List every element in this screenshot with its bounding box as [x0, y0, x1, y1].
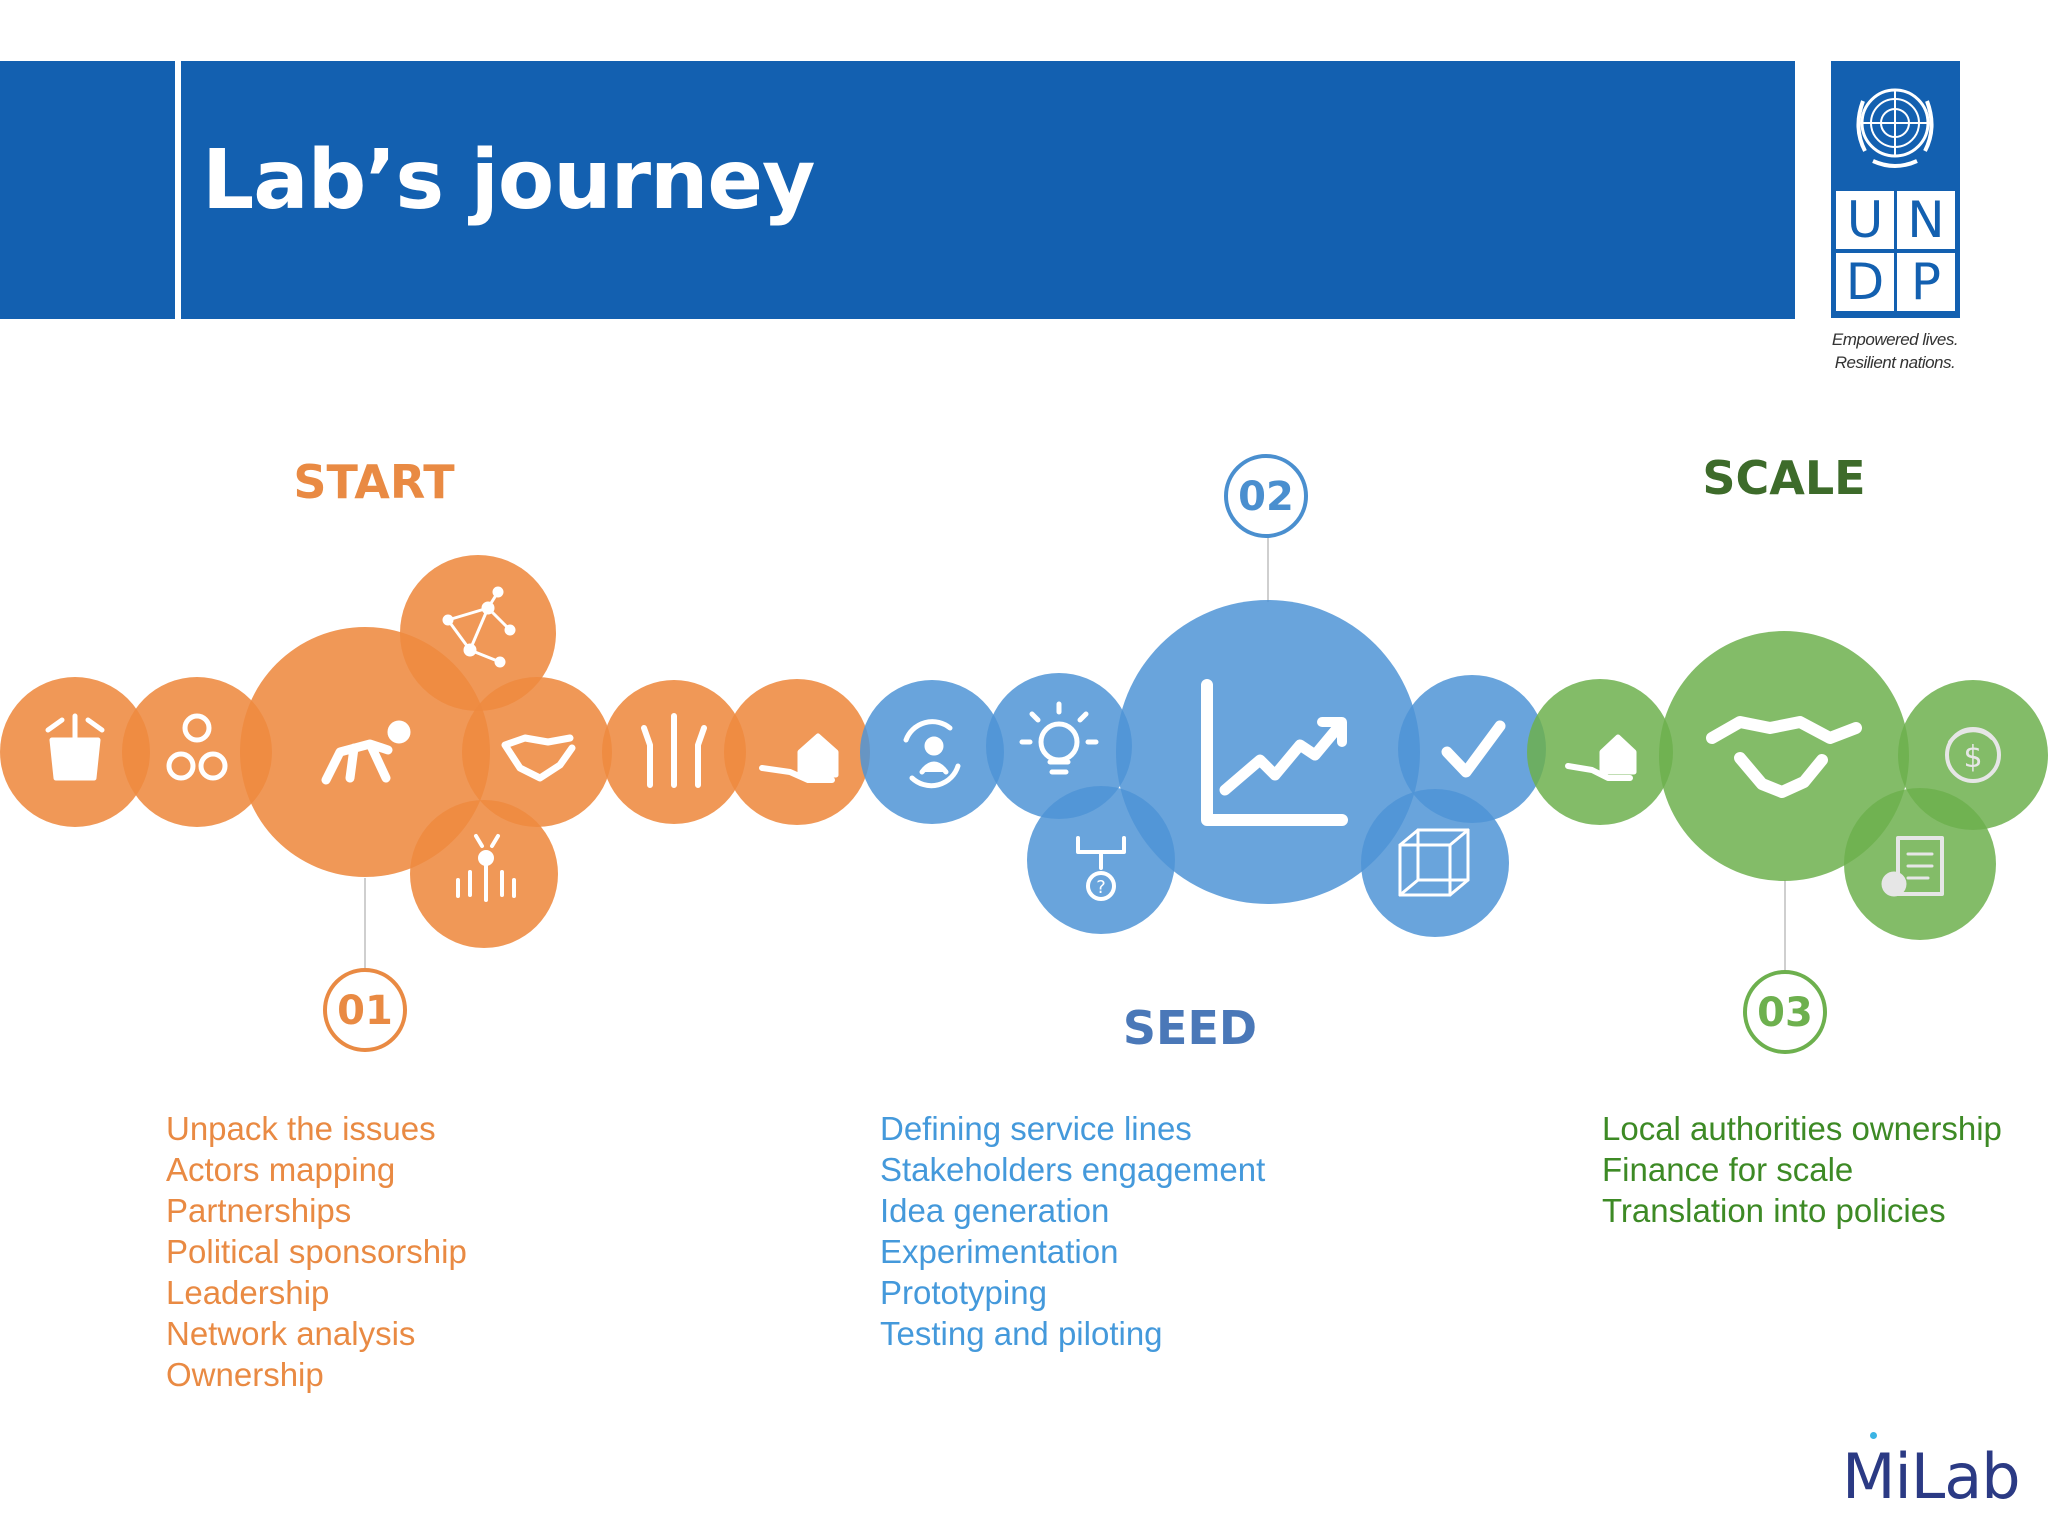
- list-item: Idea generation: [880, 1192, 1110, 1229]
- logo-letter-p: P: [1897, 253, 1955, 311]
- box-icon: [45, 713, 105, 781]
- growth-chart-icon: [1201, 679, 1348, 826]
- stage-02-badge: 02: [1224, 454, 1308, 538]
- list-item: Prototyping: [880, 1274, 1047, 1311]
- list-item: Finance for scale: [1602, 1151, 1854, 1188]
- list-item: Unpack the issues: [166, 1110, 436, 1147]
- seed-circle-2: [986, 673, 1132, 819]
- network-icon: [442, 586, 516, 668]
- header-divider: [175, 61, 181, 319]
- seed-circle-check: [1398, 675, 1546, 823]
- scale-circle-cert: [1844, 788, 1996, 940]
- coin-cycle-icon: $: [1945, 727, 2001, 783]
- stage-01-number: 01: [337, 988, 393, 1034]
- list-item: Stakeholders engagement: [880, 1151, 1266, 1188]
- scale-hand-house-icon: [1565, 734, 1637, 781]
- undp-logo: U N D P: [1831, 61, 1960, 318]
- people-group-icon: [166, 713, 228, 781]
- list-item: Translation into policies: [1602, 1192, 1946, 1229]
- logo-letter-d: D: [1836, 253, 1894, 311]
- logo-tagline-2: Resilient nations.: [1834, 353, 1956, 372]
- raised-hands-icon: [641, 713, 707, 788]
- list-item: Leadership: [166, 1274, 330, 1311]
- stage-01-badge: 01: [323, 968, 407, 1052]
- list-item: Experimentation: [880, 1233, 1119, 1270]
- un-emblem-icon: [1856, 88, 1934, 168]
- seed-circle-cube: [1361, 789, 1509, 937]
- scale-handshake-icon: [1706, 716, 1862, 798]
- logo-letter-u: U: [1836, 191, 1894, 249]
- scale-label: SCALE: [1702, 451, 1865, 505]
- logo-tagline-1: Empowered lives.: [1831, 330, 1959, 349]
- seed-circle-main: [1116, 600, 1420, 904]
- logo-letter-n: N: [1897, 191, 1955, 249]
- header-banner: [0, 61, 1795, 319]
- checkmark-icon: [1441, 720, 1506, 778]
- cube-icon: [1398, 828, 1470, 897]
- milab-logo-dot: [1870, 1432, 1877, 1439]
- start-label: START: [293, 455, 455, 509]
- svg-text:$: $: [1963, 740, 1982, 775]
- list-item: Ownership: [166, 1356, 324, 1393]
- list-item: Defining service lines: [880, 1110, 1192, 1147]
- hand-house-icon: [759, 733, 839, 783]
- list-item: Network analysis: [166, 1315, 416, 1352]
- start-circle-2: [122, 677, 272, 827]
- list-item: Political sponsorship: [166, 1233, 467, 1270]
- svg-text:?: ?: [1096, 877, 1106, 898]
- list-item: Testing and piloting: [880, 1315, 1163, 1352]
- journey-diagram: START SCALE SEED 01 02 03: [0, 451, 2048, 1055]
- handshake-icon: [501, 734, 576, 782]
- crawling-person-icon: [321, 720, 411, 785]
- seed-label: SEED: [1123, 1001, 1257, 1055]
- start-circle-house: [724, 679, 870, 825]
- stage-03-number: 03: [1757, 990, 1813, 1036]
- stage-02-number: 02: [1238, 474, 1294, 520]
- milab-logo: MiLab: [1842, 1440, 2021, 1513]
- recycle-person-icon: [903, 719, 961, 789]
- decision-tree-icon: ?: [1076, 836, 1126, 901]
- scale-circle-main: [1659, 631, 1909, 881]
- stage-03-badge: 03: [1743, 970, 1827, 1054]
- crowd-icon: [456, 834, 516, 902]
- start-circle-handshake: [462, 677, 612, 827]
- list-item: Partnerships: [166, 1192, 352, 1229]
- page-title: Lab’s journey: [202, 133, 815, 228]
- list-item: Actors mapping: [166, 1151, 396, 1188]
- certificate-icon: [1881, 836, 1944, 897]
- list-item: Local authorities ownership: [1602, 1110, 2002, 1147]
- lightbulb-icon: [1019, 701, 1099, 775]
